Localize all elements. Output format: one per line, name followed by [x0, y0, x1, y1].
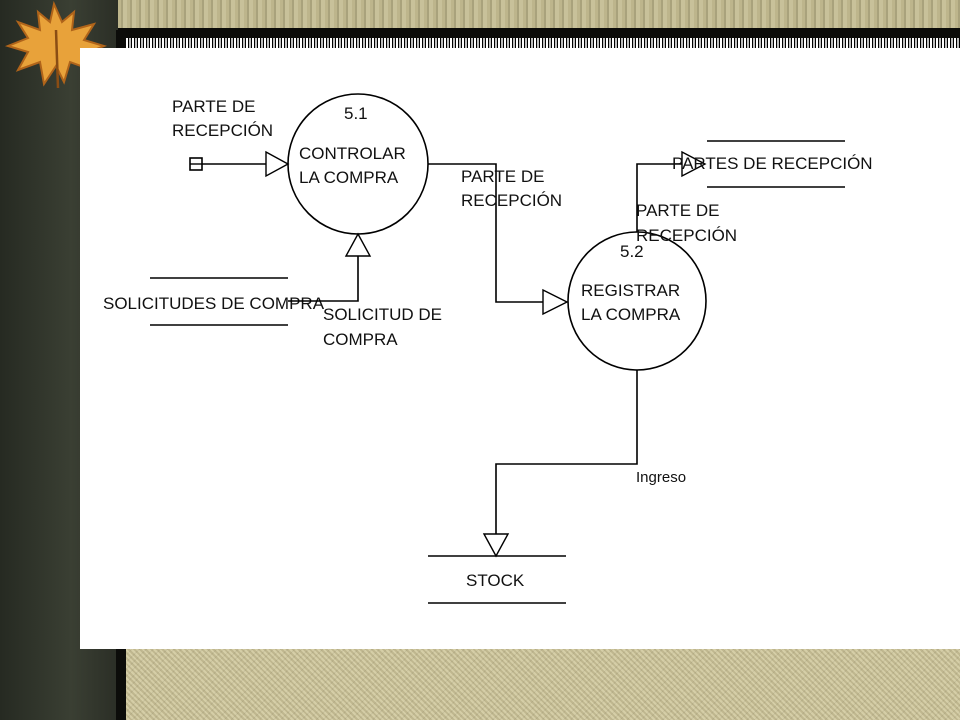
slide-top-band [118, 0, 960, 30]
flow-line-solicitud [288, 254, 359, 302]
data-flow-diagram: PARTE DE RECEPCIÓN 5.1 CONTROLAR LA COMP… [103, 93, 873, 604]
flow-label-5-2-to-partes-1: PARTE DE [636, 201, 719, 220]
slide-top-dark-band [118, 28, 960, 40]
slide-dither-strip [126, 38, 960, 48]
flow-line-5-2-to-stock [495, 370, 638, 538]
flow-arrow-5-1-to-5-2 [542, 288, 569, 316]
process-label-5-1-line1: CONTROLAR [299, 144, 406, 163]
flow-arrow-5-2-to-partes [681, 150, 707, 178]
flow-label-5-1-to-5-2-2: RECEPCIÓN [461, 191, 562, 210]
flow-arrow-solicitud [344, 232, 372, 257]
process-label-5-2-line1: REGISTRAR [581, 281, 680, 300]
process-label-5-2-line2: LA COMPRA [581, 305, 681, 324]
store-label-solicitudes: SOLICITUDES DE COMPRA [103, 294, 325, 313]
flow-label-5-2-to-partes-2: RECEPCIÓN [636, 226, 737, 245]
flow-label-solicitud-2: COMPRA [323, 330, 398, 349]
flow-arrow-5-2-to-stock [482, 533, 510, 558]
flow-label-entrada-1: PARTE DE [172, 97, 255, 116]
flow-label-5-1-to-5-2-1: PARTE DE [461, 167, 544, 186]
flow-label-ingreso: Ingreso [636, 469, 686, 486]
flow-line-5-1-to-5-2 [428, 163, 545, 303]
flow-label-entrada-2: RECEPCIÓN [172, 121, 273, 140]
store-label-partes: PARTES DE RECEPCIÓN [672, 154, 873, 173]
process-number-5-1: 5.1 [344, 104, 368, 123]
flow-label-solicitud-1: SOLICITUD DE [323, 305, 442, 324]
process-label-5-1-line2: LA COMPRA [299, 168, 399, 187]
diagram-canvas: PARTE DE RECEPCIÓN 5.1 CONTROLAR LA COMP… [80, 48, 960, 649]
process-number-5-2: 5.2 [620, 242, 644, 261]
store-label-stock: STOCK [466, 571, 525, 590]
flow-arrow-entrada [265, 150, 290, 178]
flow-line-5-2-to-partes [636, 163, 684, 232]
